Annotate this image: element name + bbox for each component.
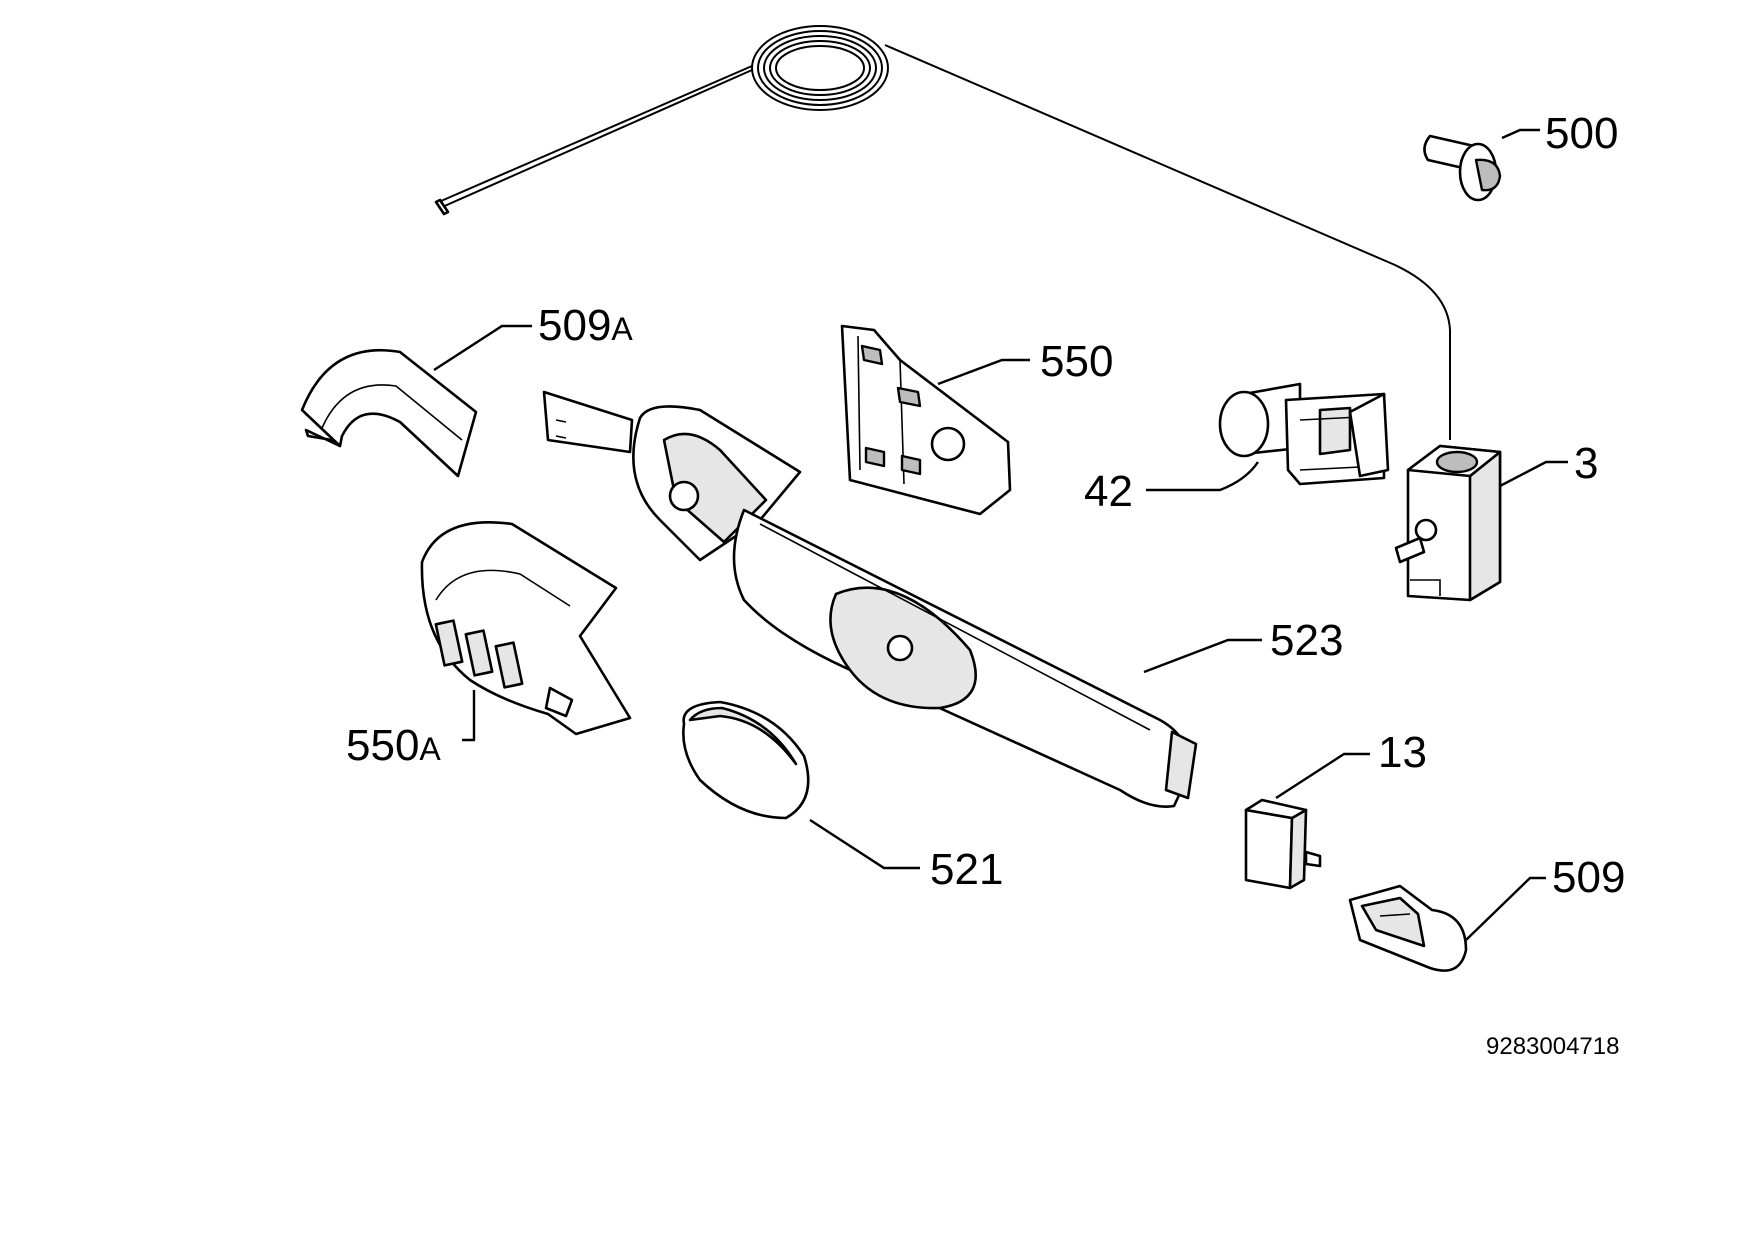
callout-550: 550	[1040, 337, 1113, 386]
callout-500: 500	[1545, 109, 1618, 158]
part-42-lamp-holder	[1218, 382, 1390, 486]
callout-3: 3	[1574, 439, 1598, 488]
callout-509: 509	[1552, 853, 1625, 902]
part-550A-lamp-cover	[420, 520, 632, 736]
part-523-housing	[542, 390, 1198, 808]
callout-42: 42	[1084, 467, 1133, 516]
part-509A-cover	[300, 348, 478, 478]
part-500-shaft	[1423, 134, 1502, 202]
callout-13: 13	[1378, 728, 1427, 777]
part-550-bracket	[840, 324, 1012, 516]
part-521-button	[682, 700, 810, 820]
capillary-tube	[434, 25, 1451, 440]
callout-521: 521	[930, 845, 1003, 894]
callout-550A: 550A	[346, 721, 441, 770]
part-13-switch	[1244, 798, 1322, 890]
callout-523: 523	[1270, 616, 1343, 665]
part-3-thermostat	[1394, 444, 1502, 602]
callout-labels: 500 509A 550 42 3 523 550A 13 521 509	[346, 109, 1625, 902]
document-number: 9283004718	[1486, 1033, 1619, 1060]
leader-lines	[433, 128, 1568, 941]
callout-509A: 509A	[538, 301, 633, 350]
part-509-slider	[1348, 884, 1468, 972]
